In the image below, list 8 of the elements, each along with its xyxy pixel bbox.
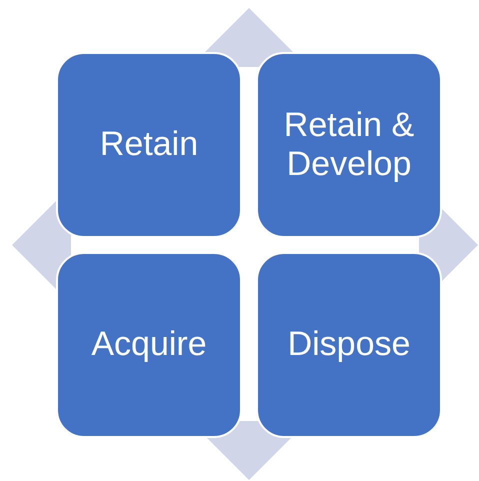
matrix-quadrant-box bbox=[256, 52, 442, 238]
matrix-quadrant-box bbox=[256, 252, 442, 438]
quadrant-label: Dispose bbox=[288, 325, 410, 365]
matrix-quadrant-box bbox=[56, 252, 242, 438]
matrix-quadrant-box bbox=[56, 52, 242, 238]
quadrant-label: Acquire bbox=[91, 325, 207, 365]
quadrant-label: Retain & Develop bbox=[282, 106, 416, 184]
quadrant-label: Retain bbox=[100, 125, 198, 165]
